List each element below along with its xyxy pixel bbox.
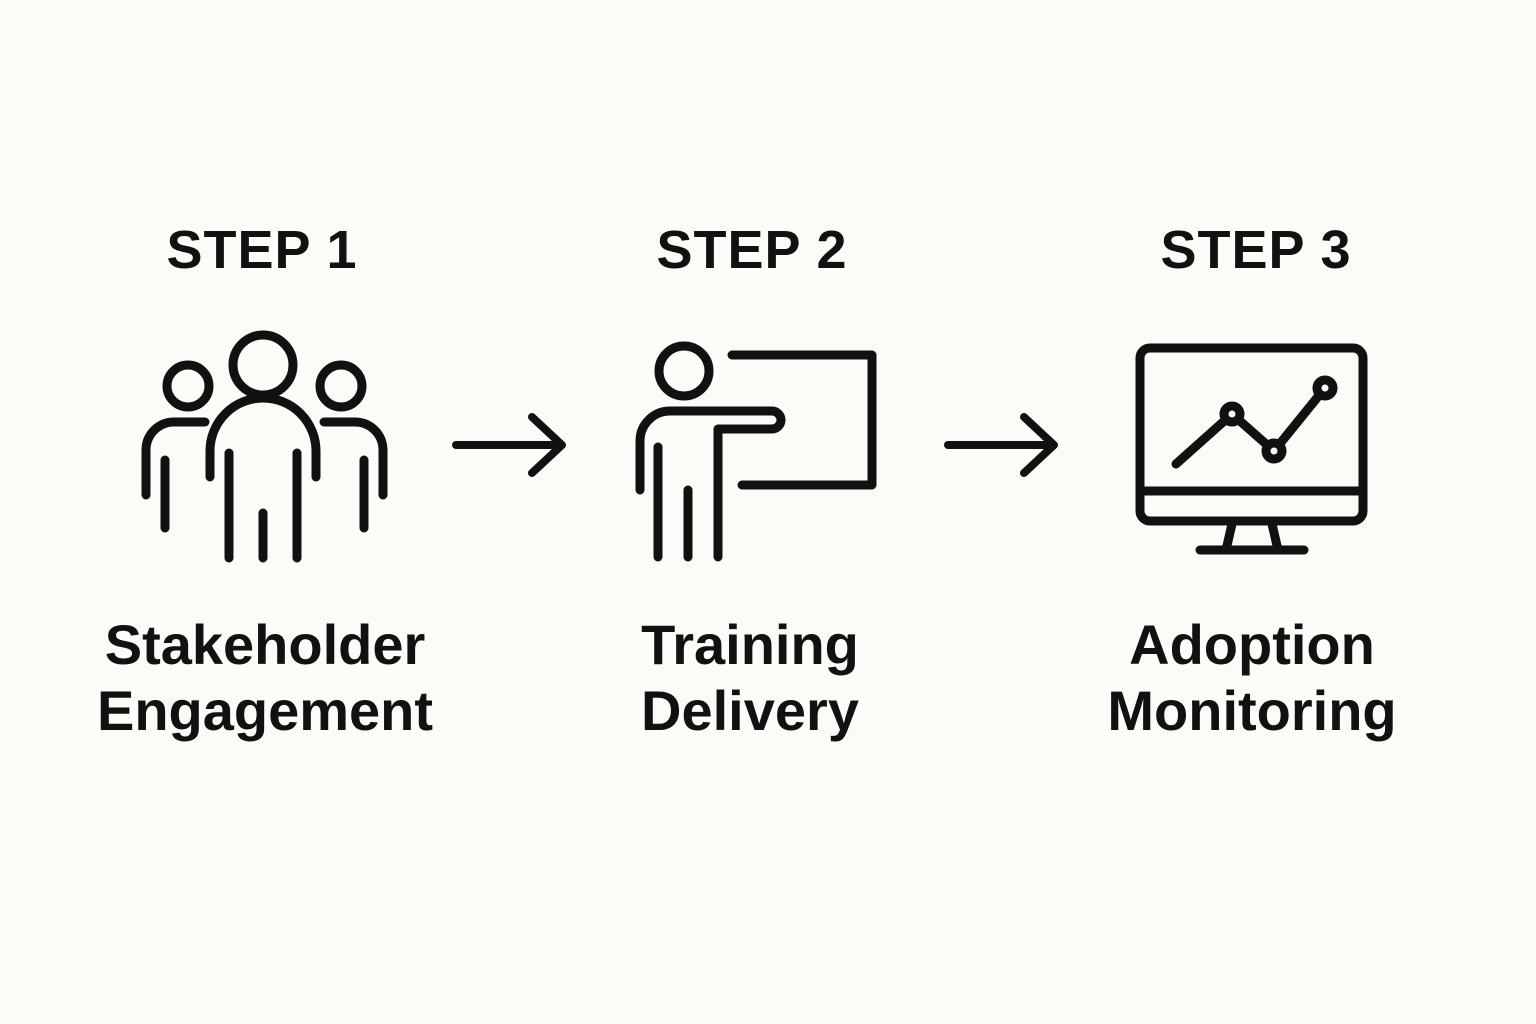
step-1-label: STEP 1 bbox=[166, 220, 358, 280]
right-arrow-icon bbox=[944, 413, 1058, 477]
step-2-title: Training Delivery bbox=[520, 612, 980, 744]
step-3-title-line-2: Monitoring bbox=[1107, 679, 1397, 742]
right-arrow-icon bbox=[452, 413, 566, 477]
step-1-title-line-2: Engagement bbox=[96, 679, 434, 742]
step-3-label: STEP 3 bbox=[1160, 220, 1352, 280]
step-2-label: STEP 2 bbox=[656, 220, 848, 280]
step-2-title-line-2: Delivery bbox=[641, 679, 859, 742]
step-3-title-line-1: Adoption bbox=[1129, 613, 1375, 676]
group-of-people-icon bbox=[141, 330, 388, 563]
step-3-title: Adoption Monitoring bbox=[1022, 612, 1482, 744]
presenter-at-board-icon bbox=[635, 341, 877, 562]
monitor-line-chart-icon bbox=[1135, 343, 1368, 555]
step-2-title-line-1: Training bbox=[641, 613, 859, 676]
step-1-title-line-1: Stakeholder bbox=[104, 613, 426, 676]
step-1-title: Stakeholder Engagement bbox=[35, 612, 495, 744]
